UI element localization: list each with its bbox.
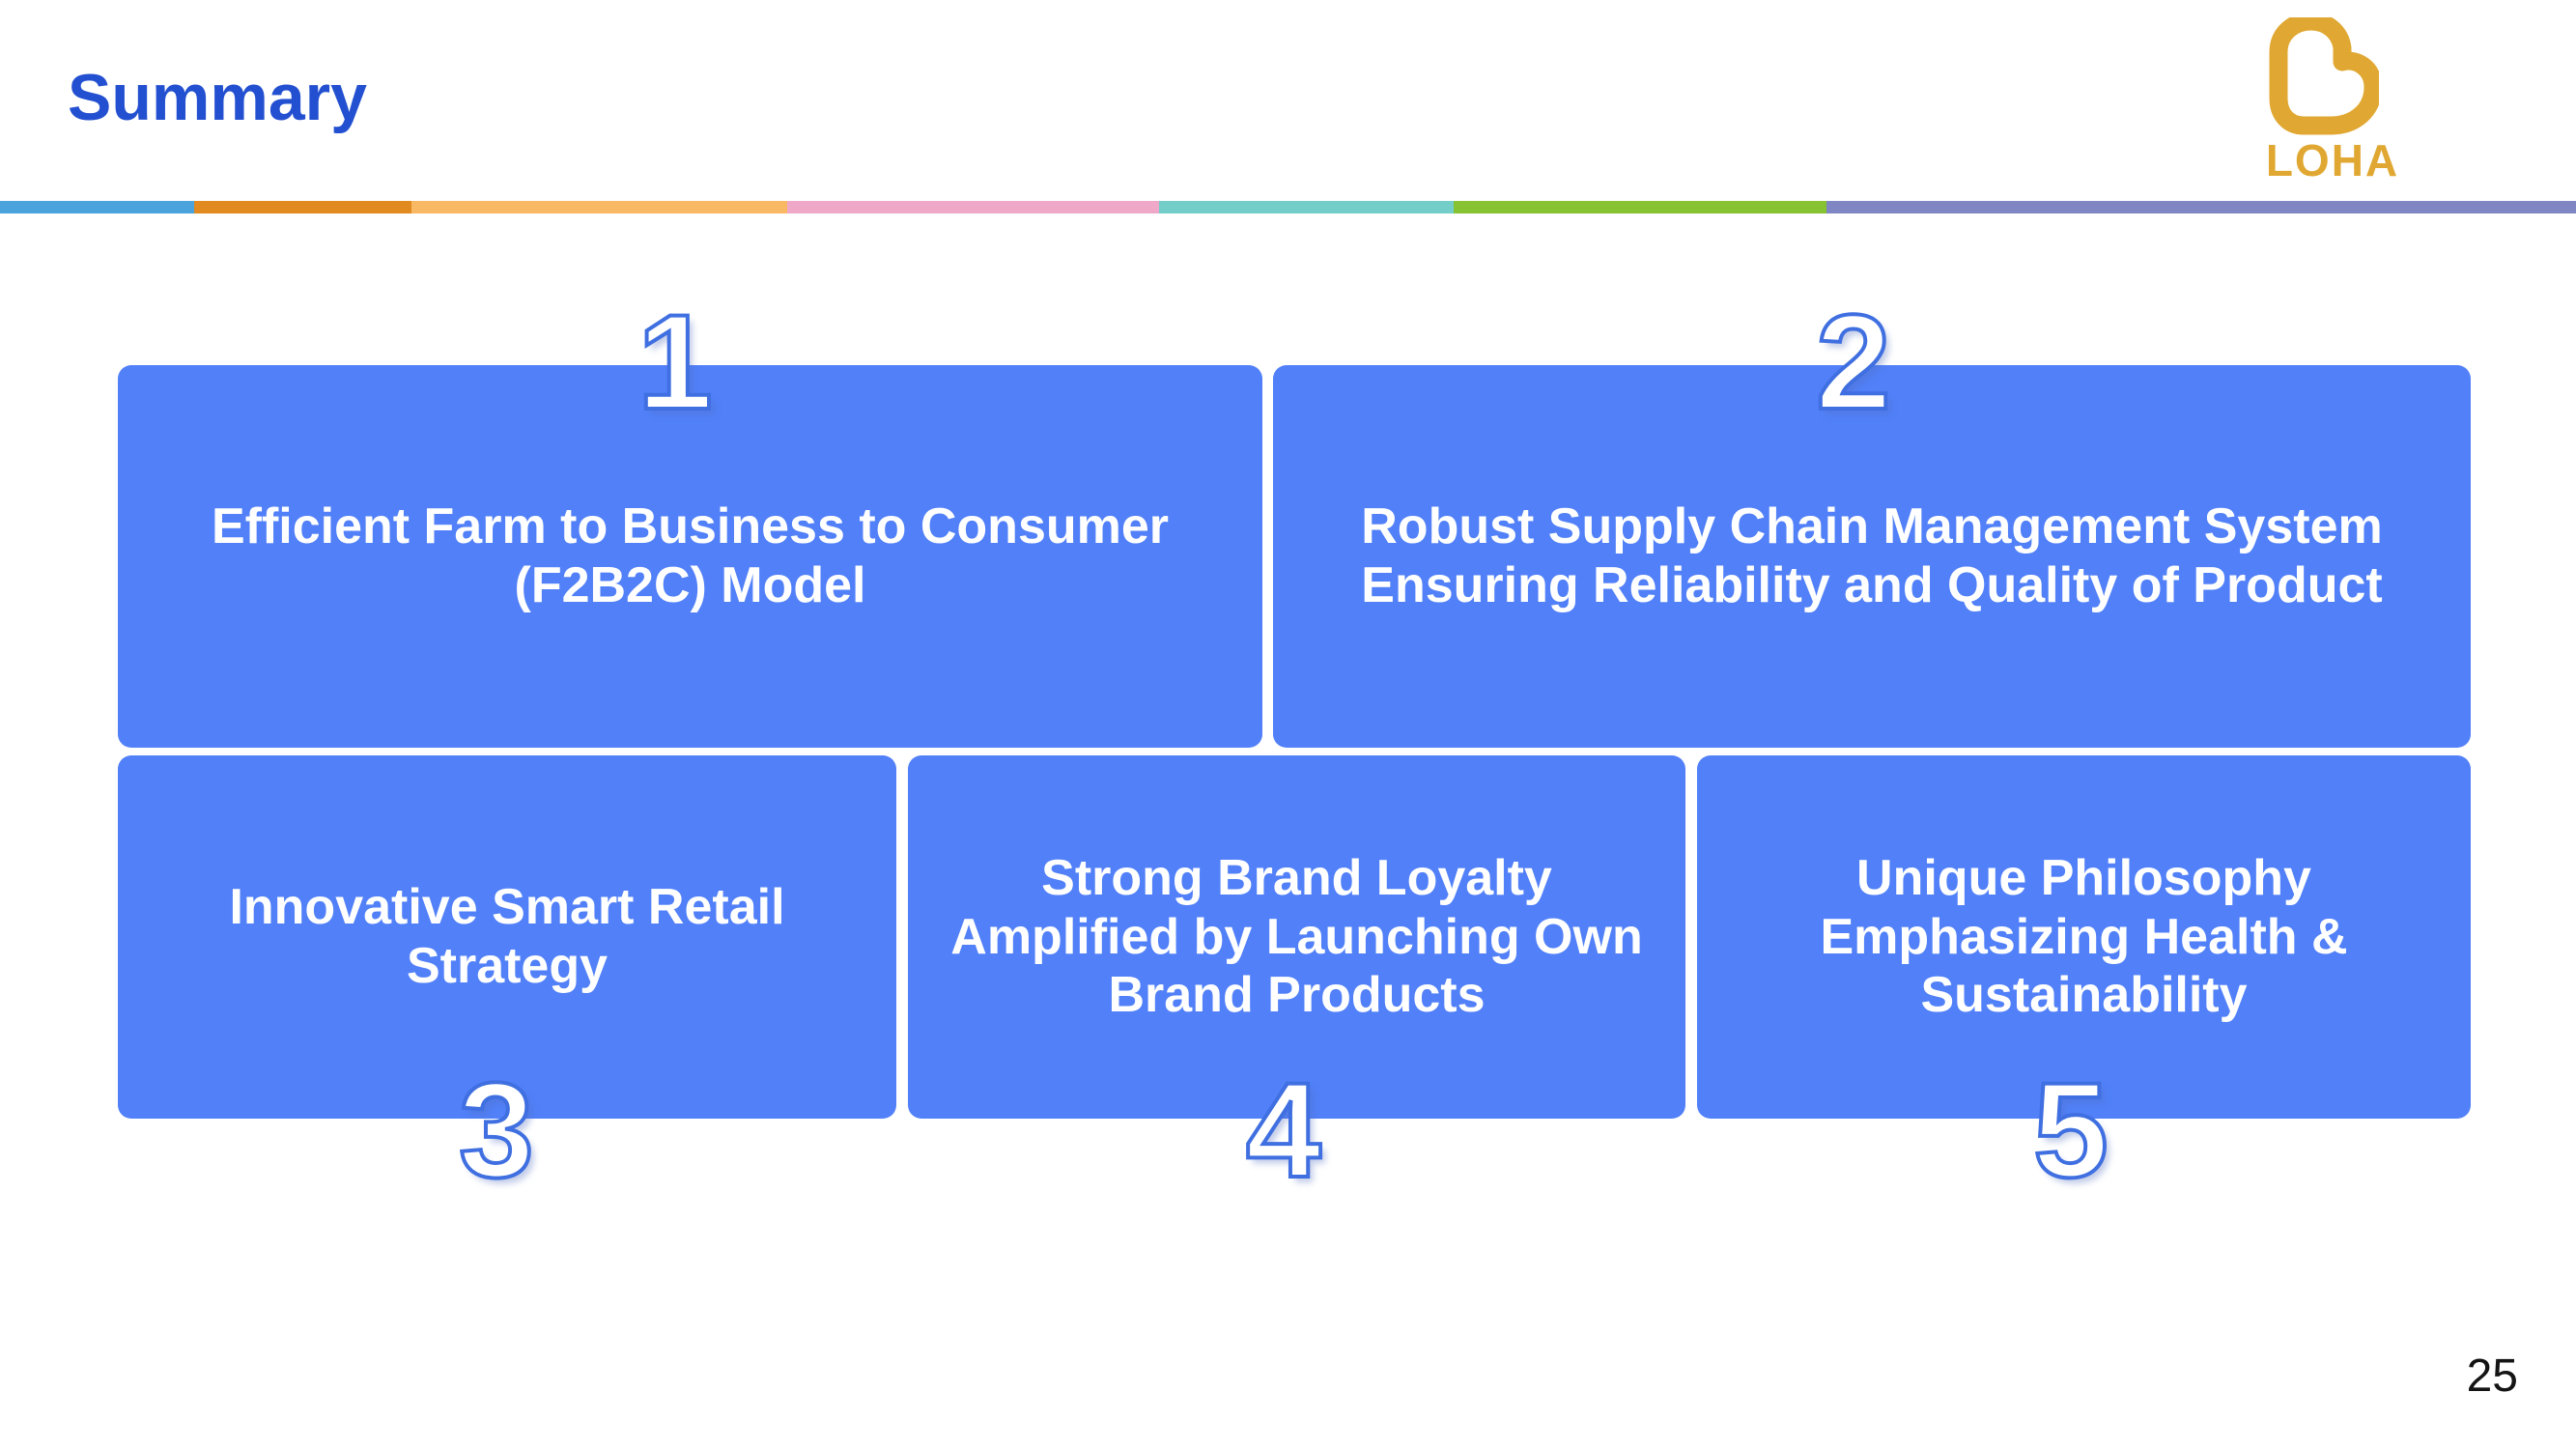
color-rule-segment-pink	[787, 201, 1159, 213]
card-number-badge-5: 5	[2031, 1054, 2110, 1206]
summary-card-4-text: Strong Brand Loyalty Amplified by Launch…	[950, 849, 1643, 1024]
page-title: Summary	[68, 61, 367, 134]
loha-wordmark: LOHA	[2265, 135, 2400, 185]
card-number-badge-2: 2	[1814, 286, 1893, 438]
card-number-badge-4: 4	[1244, 1054, 1323, 1206]
summary-card-3[interactable]: Innovative Smart Retail Strategy	[118, 755, 896, 1119]
slide-header: Summary LOHA	[0, 0, 2576, 201]
summary-card-1[interactable]: Efficient Farm to Business to Consumer (…	[118, 365, 1262, 748]
summary-card-1-text: Efficient Farm to Business to Consumer (…	[211, 498, 1170, 613]
summary-card-5-text: Unique Philosophy Emphasizing Health & S…	[1820, 849, 2348, 1024]
color-rule-segment-light-orange	[411, 201, 787, 213]
header-color-rule	[0, 201, 2576, 213]
summary-card-2-text: Robust Supply Chain Management System En…	[1361, 498, 2383, 613]
color-rule-segment-purple	[1826, 201, 2576, 213]
card-number-badge-1: 1	[636, 286, 715, 438]
color-rule-segment-green	[1454, 201, 1826, 213]
color-rule-segment-blue	[0, 201, 194, 213]
color-rule-segment-orange	[194, 201, 411, 213]
summary-card-4[interactable]: Strong Brand Loyalty Amplified by Launch…	[908, 755, 1685, 1119]
loha-heart-mark-icon	[2265, 12, 2383, 135]
card-number-badge-3: 3	[457, 1054, 536, 1206]
page-number: 25	[2466, 1350, 2518, 1402]
summary-card-3-text: Innovative Smart Retail Strategy	[229, 879, 785, 994]
summary-card-5[interactable]: Unique Philosophy Emphasizing Health & S…	[1697, 755, 2471, 1119]
summary-card-2[interactable]: Robust Supply Chain Management System En…	[1273, 365, 2471, 748]
color-rule-segment-teal	[1159, 201, 1454, 213]
loha-logo: LOHA	[2246, 12, 2420, 186]
